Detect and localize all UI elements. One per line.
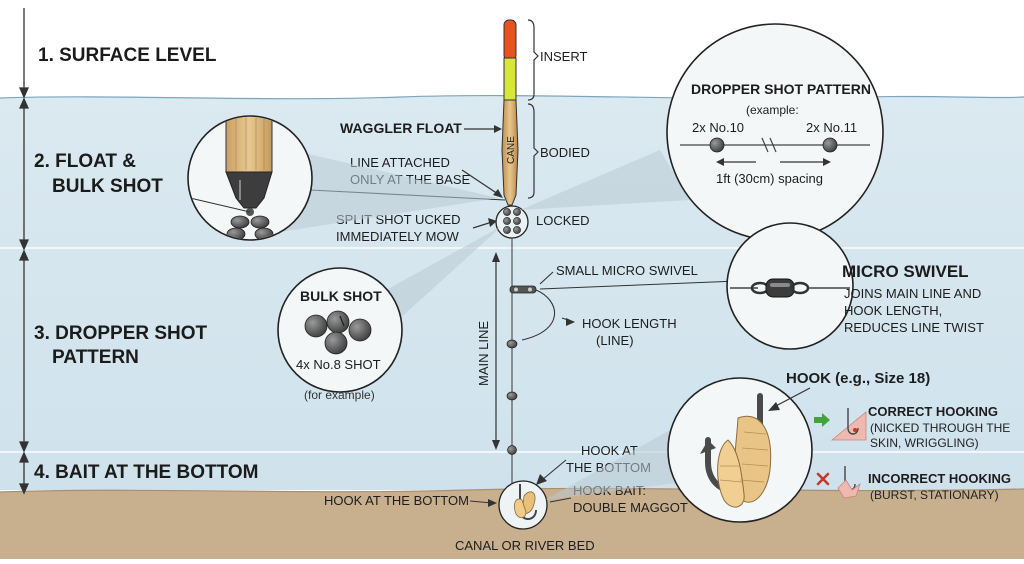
dropper-pattern-zoom — [666, 23, 884, 241]
locked-shot-circle — [495, 205, 529, 239]
section-3-label-line2: PATTERN — [52, 347, 139, 368]
micro-swivel-zoom — [726, 222, 854, 350]
micro-swivel-desc-1: JOINS MAIN LINE AND — [844, 286, 981, 301]
locked-label: LOCKED — [536, 213, 589, 228]
correct-arrow-icon — [814, 413, 830, 427]
float-insert — [503, 57, 517, 101]
section-4-label: 4. BAIT AT THE BOTTOM — [34, 462, 258, 483]
hook-zoom — [667, 377, 813, 523]
dropper-example: (example: — [746, 103, 799, 117]
bodied-label: BODIED — [540, 145, 590, 160]
micro-swivel-desc-2: HOOK LENGTH, — [844, 303, 942, 318]
hook-length-label-1: HOOK LENGTH — [582, 316, 677, 331]
section-2-label-line1: 2. FLOAT & — [34, 151, 136, 172]
hook-length-label-2: (LINE) — [596, 333, 634, 348]
waggler-float-label: WAGGLER FLOAT — [340, 120, 462, 136]
float-tip — [503, 19, 517, 61]
section-1-label: 1. SURFACE LEVEL — [38, 45, 217, 66]
section-2-label-line2: BULK SHOT — [52, 176, 163, 197]
correct-hooking-label: CORRECT HOOKING — [868, 404, 998, 419]
locked-shot-group — [503, 208, 521, 234]
micro-swivel-small — [509, 285, 537, 294]
hook-bait-label-2: DOUBLE MAGGOT — [573, 500, 688, 515]
correct-hooking-sub-1: (NICKED THROUGH THE — [870, 421, 1010, 435]
micro-swivel-desc-3: REDUCES LINE TWIST — [844, 320, 984, 335]
cross-icon — [816, 472, 830, 486]
section-3-label-line1: 3. DROPPER SHOT — [34, 323, 208, 344]
incorrect-hooking-icon — [837, 466, 861, 499]
correct-hooking-sub-2: SKIN, WRIGGLING) — [870, 436, 979, 450]
dropper-shot-right — [822, 137, 838, 153]
waggler-float: CANE — [501, 19, 519, 206]
incorrect-hooking-label: INCORRECT HOOKING — [868, 471, 1011, 486]
dropper-spacing-label: 1ft (30cm) spacing — [716, 171, 823, 186]
bulk-shot-note: (for example) — [304, 388, 375, 402]
hook-at-bottom-left-label: HOOK AT THE BOTTOM — [324, 493, 469, 508]
bulk-shot-zoom — [277, 267, 403, 393]
cane-label: CANE — [506, 136, 517, 164]
dropper-shot-left — [709, 137, 725, 153]
depth-arrows — [18, 8, 30, 495]
line-attached-label-1: LINE ATTACHED — [350, 155, 450, 170]
dropper-title: DROPPER SHOT PATTERN — [691, 81, 871, 97]
micro-swivel-title: MICRO SWIVEL — [842, 262, 969, 281]
incorrect-hooking-sub: (BURST, STATIONARY) — [870, 488, 999, 502]
bulk-shot-count: 4x No.8 SHOT — [296, 357, 381, 372]
hook-title: HOOK (e.g., Size 18) — [786, 370, 930, 387]
main-line-label: MAIN LINE — [476, 321, 491, 386]
float-body — [501, 99, 519, 206]
hook-at-bottom-label-1: HOOK AT — [581, 443, 638, 458]
water-surface-line — [0, 94, 1024, 100]
small-swivel-label: SMALL MICRO SWIVEL — [556, 263, 698, 278]
bulk-shot-title: BULK SHOT — [300, 288, 382, 304]
dropper-left-label: 2x No.10 — [692, 120, 744, 135]
insert-label: INSERT — [540, 49, 587, 64]
bulk-shot-balls — [304, 310, 372, 355]
correct-hooking-icon — [830, 408, 867, 441]
split-shot-label-2: IMMEDIATELY MOW — [336, 229, 460, 244]
river-bed-label: CANAL OR RIVER BED — [455, 538, 595, 553]
float-base-zoom — [187, 115, 313, 241]
dropper-right-label: 2x No.11 — [806, 120, 857, 135]
dropper-shots — [506, 339, 518, 455]
